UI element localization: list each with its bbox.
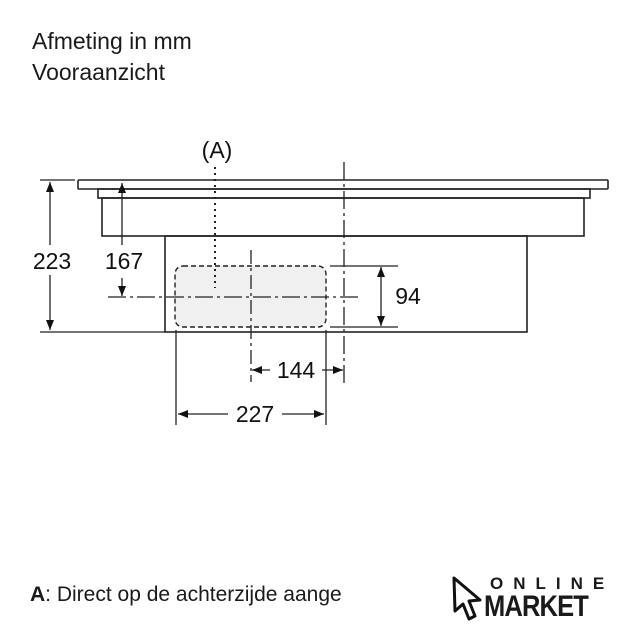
- title-view: Vooraanzicht: [32, 59, 165, 85]
- hob-glass-plate: [77, 179, 609, 190]
- footnote-text: : Direct op de achterzijde aange: [45, 583, 342, 606]
- hob-lower-box: [164, 235, 528, 333]
- callout-a-label: (A): [202, 137, 233, 163]
- hob-body: [101, 197, 585, 237]
- dim-144: 144: [277, 357, 316, 383]
- dim-167: 167: [105, 248, 143, 274]
- cursor-arrow-icon: [452, 576, 482, 621]
- footnote-key: A: [30, 583, 46, 606]
- online-market-logo: ONLINE MARKET: [450, 572, 610, 628]
- dim-227: 227: [236, 401, 274, 427]
- title-dimensions: Afmeting in mm: [32, 28, 192, 54]
- logo-line2: MARKET: [484, 590, 589, 623]
- logo-line1: ONLINE: [490, 574, 615, 593]
- dim-223: 223: [33, 248, 71, 274]
- dim-94: 94: [395, 283, 421, 309]
- footnote: A: Direct op de achterzijde aange: [30, 583, 342, 607]
